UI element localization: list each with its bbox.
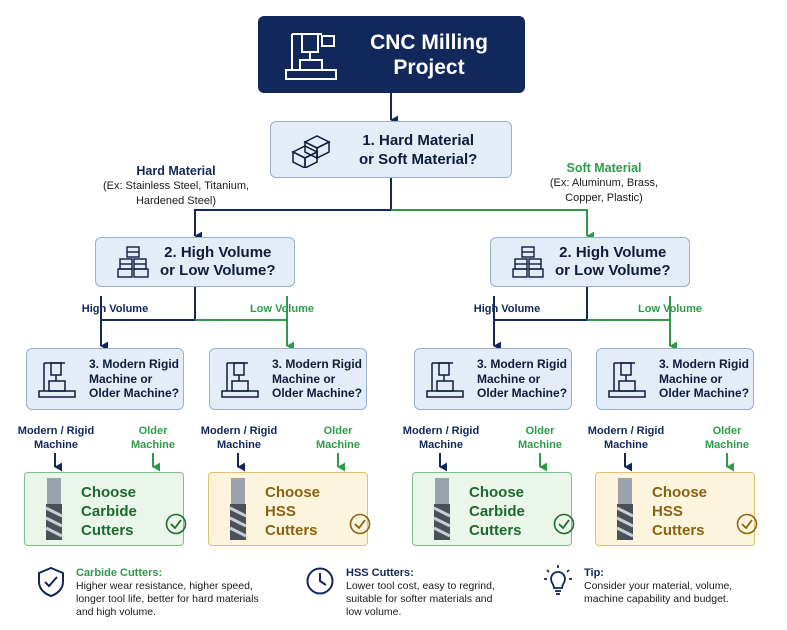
result-hss-2: Choose HSS Cutters [595, 472, 758, 546]
question-material-box: 1. Hard Material or Soft Material? [270, 121, 512, 178]
question-machine-box-4: 3. Modern Rigid Machine or Older Machine… [596, 348, 754, 410]
check-circle-icon [349, 513, 371, 535]
question-machine-3: 3. Modern Rigid Machine or Older Machine… [477, 357, 568, 401]
title-box: CNC Milling Project [258, 16, 525, 93]
end-mill-cutter-icon [616, 478, 634, 540]
footer-carbide: Carbide Cutters: Higher wear resistance,… [76, 566, 296, 619]
material-blocks-icon [291, 134, 331, 168]
high-volume-label-soft: High Volume [473, 303, 541, 315]
footer-carbide-body: Higher wear resistance, higher speed, lo… [76, 580, 259, 618]
check-circle-icon [553, 513, 575, 535]
result-hss-text-2: Choose HSS Cutters [652, 484, 708, 539]
result-carbide-2: Choose Carbide Cutters [412, 472, 575, 546]
footer-tip-body: Consider your material, volume, machine … [584, 580, 733, 605]
lightbulb-icon [544, 565, 572, 595]
question-machine-box-1: 3. Modern Rigid Machine or Older Machine… [26, 348, 184, 410]
stacked-cubes-icon [117, 246, 149, 278]
question-machine-box-3: 3. Modern Rigid Machine or Older Machine… [414, 348, 572, 410]
cnc-machine-icon [426, 362, 464, 398]
question-volume-hard: 2. High Volume or Low Volume? [160, 244, 276, 279]
older-machine-label-3: Older Machine [517, 425, 562, 451]
cnc-machine-icon [221, 362, 259, 398]
older-machine-label-4: Older Machine [704, 425, 749, 451]
result-carbide-text-2: Choose Carbide Cutters [469, 484, 525, 539]
hard-material-label: Hard Material (Ex: Stainless Steel, Tita… [96, 163, 256, 209]
hard-material-examples: (Ex: Stainless Steel, Titanium, Hardened… [102, 180, 250, 207]
modern-machine-label-4: Modern / Rigid Machine [587, 425, 665, 451]
low-volume-label-soft: Low Volume [638, 303, 702, 315]
question-material: 1. Hard Material or Soft Material? [359, 131, 478, 168]
footer-hss-title: HSS Cutters: [346, 567, 414, 579]
cnc-machine-icon [285, 32, 337, 80]
end-mill-cutter-icon [45, 478, 63, 540]
result-carbide-text-1: Choose Carbide Cutters [81, 484, 137, 539]
soft-material-examples: (Ex: Aluminum, Brass, Copper, Plastic) [549, 177, 659, 204]
modern-machine-label-3: Modern / Rigid Machine [402, 425, 480, 451]
older-machine-label-2: Older Machine [315, 425, 360, 451]
older-machine-label-1: Older Machine [130, 425, 175, 451]
result-hss-1: Choose HSS Cutters [208, 472, 371, 546]
soft-material-label: Soft Material (Ex: Aluminum, Brass, Copp… [529, 160, 679, 206]
footer-carbide-title: Carbide Cutters: [76, 567, 163, 579]
low-volume-label-hard: Low Volume [250, 303, 314, 315]
question-volume-box-soft: 2. High Volume or Low Volume? [490, 237, 690, 287]
stacked-cubes-icon [512, 246, 544, 278]
question-machine-box-2: 3. Modern Rigid Machine or Older Machine… [209, 348, 367, 410]
question-machine-1: 3. Modern Rigid Machine or Older Machine… [89, 357, 180, 401]
cnc-machine-icon [608, 362, 646, 398]
question-machine-2: 3. Modern Rigid Machine or Older Machine… [272, 357, 363, 401]
check-circle-icon [165, 513, 187, 535]
result-hss-text-1: Choose HSS Cutters [265, 484, 321, 539]
modern-machine-label-1: Modern / Rigid Machine [17, 425, 95, 451]
footer-tip-title: Tip: [584, 567, 604, 579]
question-machine-4: 3. Modern Rigid Machine or Older Machine… [659, 357, 750, 401]
check-circle-icon [736, 513, 758, 535]
end-mill-cutter-icon [433, 478, 451, 540]
clock-icon [306, 567, 334, 595]
modern-machine-label-2: Modern / Rigid Machine [200, 425, 278, 451]
hard-material-title: Hard Material [136, 164, 216, 178]
question-volume-soft: 2. High Volume or Low Volume? [555, 244, 671, 279]
shield-check-icon [38, 566, 64, 598]
page-title: CNC Milling Project [370, 30, 488, 79]
cnc-machine-icon [38, 362, 76, 398]
high-volume-label-hard: High Volume [81, 303, 149, 315]
footer-hss-body: Lower tool cost, easy to regrind, suitab… [346, 580, 495, 618]
footer-hss: HSS Cutters: Lower tool cost, easy to re… [346, 566, 526, 619]
footer-tip: Tip: Consider your material, volume, mac… [584, 566, 774, 606]
question-volume-box-hard: 2. High Volume or Low Volume? [95, 237, 295, 287]
soft-material-title: Soft Material [566, 161, 642, 175]
end-mill-cutter-icon [229, 478, 247, 540]
result-carbide-1: Choose Carbide Cutters [24, 472, 187, 546]
